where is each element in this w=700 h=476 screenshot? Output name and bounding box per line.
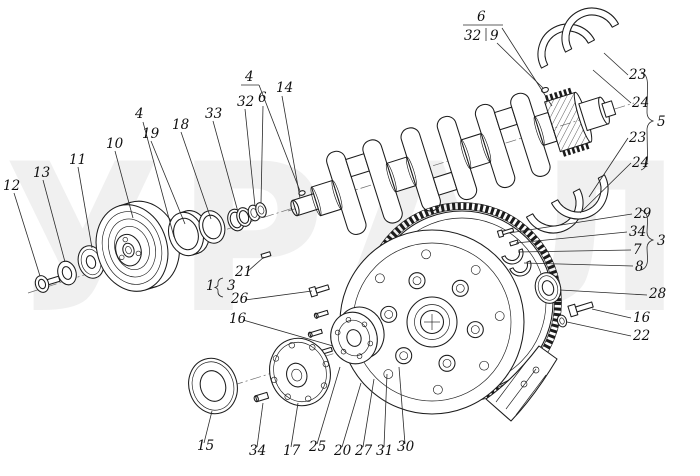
nose-key (260, 251, 272, 259)
hub-stud-a (313, 309, 329, 319)
brace-group-5 (640, 71, 655, 171)
thrust-half-ring-a (501, 248, 524, 265)
pulley (95, 200, 180, 292)
callout-32-left: 32 (237, 94, 254, 110)
callout-19: 19 (142, 126, 160, 142)
callout-3-left: 3 (227, 278, 236, 294)
callout-31: 31 (376, 443, 393, 459)
callout-34-bottom: 34 (249, 443, 266, 459)
callout-22: 22 (632, 328, 650, 344)
callout-25: 25 (308, 439, 326, 455)
callout-28: 28 (648, 286, 667, 302)
callout-23-a: 23 (628, 67, 646, 83)
callout-6-left: 6 (258, 90, 267, 106)
thrust-half-ring-b (509, 260, 532, 277)
bolt-29 (496, 227, 515, 238)
shim-b (255, 202, 267, 218)
callout-30: 30 (397, 439, 415, 455)
dowel-pin (253, 391, 270, 403)
washer-22 (556, 314, 568, 328)
callout-9: 9 (490, 28, 499, 44)
crankshaft (290, 87, 617, 235)
callout-6-top: 6 (477, 9, 486, 25)
hub-stud-b (307, 328, 323, 338)
callout-4-top: 4 (244, 69, 254, 85)
clutch-bracket-sector (485, 345, 558, 422)
callout-20: 20 (333, 443, 352, 459)
brace-group-3-left (213, 277, 224, 298)
callout-24-a: 24 (631, 95, 649, 111)
callout-18: 18 (172, 117, 190, 133)
callout-27: 27 (354, 443, 373, 459)
callout-13: 13 (33, 165, 50, 181)
callout-11: 11 (69, 152, 86, 168)
front-plate (269, 337, 331, 407)
callout-33: 33 (205, 106, 222, 122)
callout-29: 29 (633, 206, 652, 222)
rear-seal (534, 272, 562, 304)
callout-15: 15 (197, 438, 214, 454)
callout-5: 5 (657, 114, 666, 130)
bolt-26 (308, 284, 330, 298)
woodruff-key-gear (541, 86, 549, 94)
ratchet-bolt (34, 275, 61, 293)
callout-4-left: 4 (134, 106, 144, 122)
callout-17: 17 (283, 443, 301, 459)
brace-group-3-right (640, 209, 655, 271)
callouts: 6 32 9 23 24 5 23 24 29 34 7 8 3 28 16 2… (3, 9, 667, 459)
slinger-ring (198, 210, 226, 244)
callout-3-right: 3 (657, 233, 666, 249)
callout-21: 21 (234, 264, 252, 280)
shim-ring-b (236, 207, 252, 227)
oil-seal (188, 357, 238, 415)
washer (57, 260, 77, 286)
callout-16-right: 16 (633, 310, 651, 326)
callout-7: 7 (633, 242, 642, 258)
callout-32-top: 32 (464, 28, 481, 44)
callout-12: 12 (3, 178, 20, 194)
flywheel (339, 229, 525, 415)
bolt-16 (567, 301, 594, 318)
callout-24-b: 24 (631, 155, 649, 171)
callout-16-left: 16 (229, 311, 247, 327)
callout-8: 8 (635, 259, 644, 275)
callout-14: 14 (276, 80, 293, 96)
callout-34-right: 34 (629, 224, 646, 240)
main-bearing-shells-upper (537, 7, 620, 69)
callout-10: 10 (106, 136, 124, 152)
callout-26: 26 (230, 291, 249, 307)
callout-23-b: 23 (628, 130, 646, 146)
flywheel-hub (330, 306, 385, 365)
pin-34 (509, 239, 519, 247)
callout-1: 1 (206, 278, 215, 294)
leader-lines (13, 24, 655, 448)
main-bearing-shells-lower (525, 174, 609, 234)
